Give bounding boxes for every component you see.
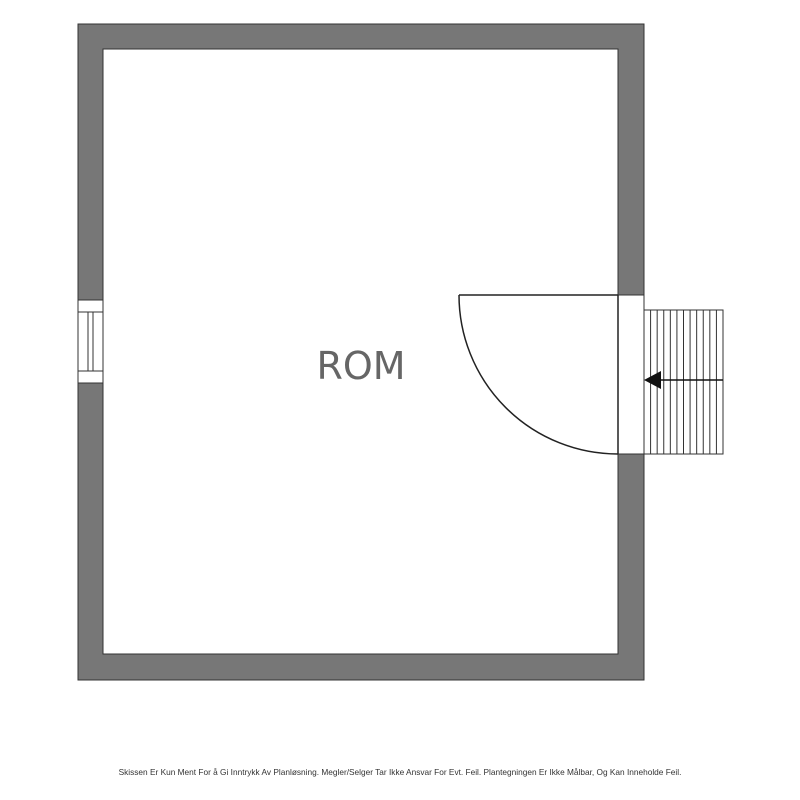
walls: [77, 23, 645, 681]
arrow-left-icon: [644, 371, 661, 389]
stairs-icon: [643, 309, 724, 455]
room-floor: [102, 48, 619, 655]
room-label: ROM: [316, 344, 405, 388]
window-icon: [77, 299, 104, 384]
disclaimer-text: Skissen Er Kun Ment For å Gi Inntrykk Av…: [119, 767, 682, 777]
door-swing-icon: [458, 294, 645, 455]
